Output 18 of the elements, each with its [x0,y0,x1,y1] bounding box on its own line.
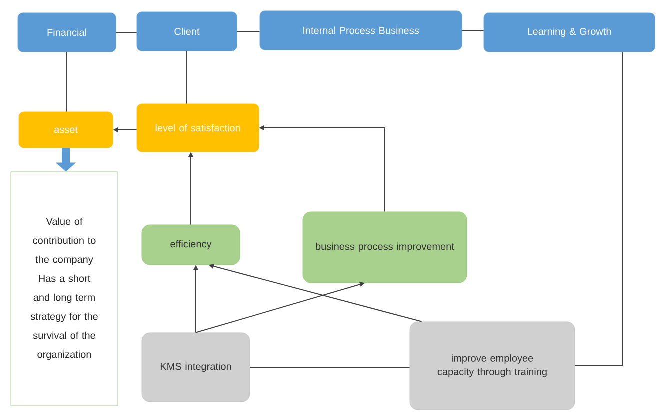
process-box: efficiency [142,224,240,266]
connector-line [250,367,410,368]
outcome-box: level of satisfaction [136,104,260,152]
category-box: Internal Process Business [260,10,462,50]
activity-box: improve employee capacity through training [410,322,576,410]
category-box: Financial [18,12,116,52]
connector-line [116,32,138,33]
connector-line [574,52,623,366]
connector-line [186,50,188,104]
activity-box: KMS integration [142,332,250,402]
note-box: Value of contribution to the company Has a short and long term strategy for the survival of the organization [10,172,118,406]
connector-line [236,31,260,32]
category-box: Learning & Growth [484,12,656,52]
connector-line [462,30,484,31]
connector-line [66,52,68,112]
process-box: business process improvement [302,212,468,284]
outcome-box: asset [18,112,114,148]
category-box: Client [136,12,238,52]
